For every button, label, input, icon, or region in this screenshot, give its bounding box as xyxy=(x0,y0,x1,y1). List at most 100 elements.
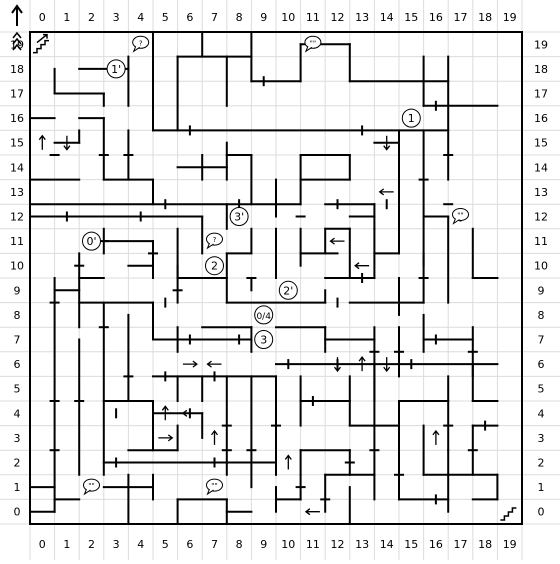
room-label-text: 2 xyxy=(211,260,218,273)
column-label-bottom: 11 xyxy=(306,538,320,551)
bubble-text: "" xyxy=(457,212,463,220)
row-label-right: 14 xyxy=(534,161,548,174)
column-label-top: 13 xyxy=(355,11,369,24)
one-way-up-arrow-icon xyxy=(212,431,218,445)
room-label-marker: 0' xyxy=(83,232,101,250)
row-label-left: 14 xyxy=(10,161,24,174)
row-label-right: 11 xyxy=(534,235,548,248)
room-label-text: 0/4 xyxy=(256,312,271,322)
column-label-top: 4 xyxy=(137,11,144,24)
row-label-right: 12 xyxy=(534,211,548,224)
room-label-marker: 3' xyxy=(230,208,248,226)
column-label-bottom: 13 xyxy=(355,538,369,551)
column-label-top: 15 xyxy=(404,11,418,24)
row-label-right: 2 xyxy=(538,457,545,470)
bubble-text: "" xyxy=(211,482,217,490)
question-bubble-icon: ? xyxy=(207,233,223,248)
column-label-top: 5 xyxy=(162,11,169,24)
speech-bubble-icon: "" xyxy=(207,479,223,494)
column-label-top: 0 xyxy=(39,11,46,24)
column-label-bottom: 17 xyxy=(454,538,468,551)
column-label-top: 14 xyxy=(380,11,394,24)
room-label-text: 1 xyxy=(408,112,415,125)
room-label-marker: 1 xyxy=(402,109,420,127)
row-label-left: 8 xyxy=(14,309,21,322)
row-label-left: 4 xyxy=(14,407,21,420)
row-label-left: 16 xyxy=(10,112,24,125)
row-label-left: 9 xyxy=(14,284,21,297)
row-label-left: 7 xyxy=(14,334,21,347)
one-way-left-arrow-icon xyxy=(208,361,222,367)
one-way-left-arrow-icon xyxy=(306,509,320,515)
row-label-left: 2 xyxy=(14,457,21,470)
row-label-right: 3 xyxy=(538,432,545,445)
row-label-left: 17 xyxy=(10,88,24,101)
row-label-right: 5 xyxy=(538,383,545,396)
room-label-text: 3 xyxy=(260,334,267,347)
row-label-right: 6 xyxy=(538,358,545,371)
row-label-right: 15 xyxy=(534,137,548,150)
one-way-up-arrow-icon xyxy=(433,431,439,445)
room-label-marker: 3 xyxy=(255,331,273,349)
one-way-up-arrow-icon xyxy=(39,136,45,150)
one-way-right-arrow-icon xyxy=(183,361,197,367)
row-label-right: 18 xyxy=(534,63,548,76)
room-label-text: 2' xyxy=(283,284,293,297)
column-label-bottom: 0 xyxy=(39,538,46,551)
column-label-top: 6 xyxy=(186,11,193,24)
row-label-right: 9 xyxy=(538,284,545,297)
one-way-left-arrow-icon xyxy=(380,189,394,195)
row-label-right: 19 xyxy=(534,38,548,51)
row-label-left: 0 xyxy=(14,506,21,519)
stairs-up-icon xyxy=(33,35,49,53)
stairs-down-icon xyxy=(500,508,516,520)
column-label-bottom: 2 xyxy=(88,538,95,551)
speech-bubble-icon: "" xyxy=(305,36,321,51)
column-label-bottom: 7 xyxy=(211,538,218,551)
room-label-marker: 2 xyxy=(206,257,224,275)
column-label-bottom: 9 xyxy=(260,538,267,551)
row-label-right: 1 xyxy=(538,481,545,494)
column-label-bottom: 10 xyxy=(281,538,295,551)
row-label-left: 10 xyxy=(10,260,24,273)
column-label-top: 11 xyxy=(306,11,320,24)
row-label-right: 4 xyxy=(538,407,545,420)
column-label-top: 18 xyxy=(478,11,492,24)
row-label-left: 13 xyxy=(10,186,24,199)
row-label-right: 10 xyxy=(534,260,548,273)
column-label-bottom: 1 xyxy=(63,538,70,551)
column-label-bottom: 3 xyxy=(113,538,120,551)
bubble-text: ? xyxy=(213,236,217,244)
bubble-text: "" xyxy=(310,39,316,47)
column-label-top: 3 xyxy=(113,11,120,24)
row-label-left: 3 xyxy=(14,432,21,445)
column-label-top: 9 xyxy=(260,11,267,24)
column-label-bottom: 4 xyxy=(137,538,144,551)
row-label-left: 11 xyxy=(10,235,24,248)
row-label-right: 7 xyxy=(538,334,545,347)
row-label-right: 16 xyxy=(534,112,548,125)
speech-bubble-icon: "" xyxy=(84,479,100,494)
row-label-right: 0 xyxy=(538,506,545,519)
one-way-left-arrow-icon xyxy=(331,238,345,244)
row-label-left: 6 xyxy=(14,358,21,371)
row-label-left: 15 xyxy=(10,137,24,150)
column-label-top: 16 xyxy=(429,11,443,24)
bubble-text: "" xyxy=(88,482,94,490)
row-label-left: 12 xyxy=(10,211,24,224)
bubble-text: ? xyxy=(139,39,143,47)
room-label-marker: 1' xyxy=(107,60,125,78)
column-label-top: 12 xyxy=(331,11,345,24)
column-label-top: 8 xyxy=(236,11,243,24)
row-label-right: 8 xyxy=(538,309,545,322)
row-label-left: 5 xyxy=(14,383,21,396)
room-label-text: 3' xyxy=(234,211,244,224)
column-label-bottom: 14 xyxy=(380,538,394,551)
row-label-left: 1 xyxy=(14,481,21,494)
question-bubble-icon: ? xyxy=(133,36,149,51)
column-label-top: 2 xyxy=(88,11,95,24)
coordinate-labels: 0011223344556677889910101111121213131414… xyxy=(10,11,548,551)
